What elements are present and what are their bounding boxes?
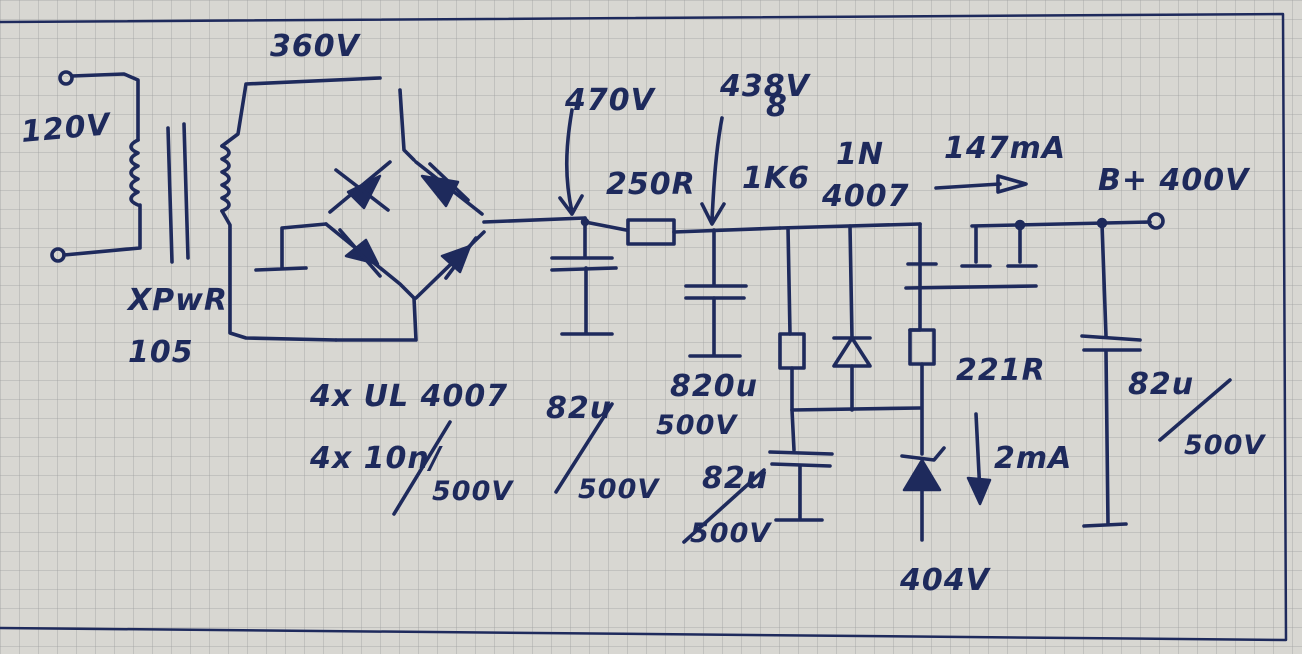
bridge-rectifier xyxy=(254,88,587,342)
label-load-current: 147mA xyxy=(944,131,1066,166)
arrow-zener-head xyxy=(966,476,992,506)
label-node-voltage-2: 438V xyxy=(719,69,812,104)
label-resistor-221r: 221R xyxy=(956,353,1046,388)
label-diode-part-1: 1N xyxy=(836,137,884,172)
regulator-network xyxy=(778,222,992,542)
label-node-voltage-2b: 8 xyxy=(766,89,788,124)
page-border xyxy=(0,12,1288,642)
arrow-438v xyxy=(700,116,726,226)
transformer xyxy=(129,76,382,342)
label-output: B+ 400V xyxy=(1098,163,1251,198)
rating-slashes xyxy=(392,378,1232,544)
filter-cap-2 xyxy=(684,116,748,358)
label-mains-voltage: 120V xyxy=(20,107,114,150)
label-transformer-part-2: 105 xyxy=(128,335,194,370)
label-node-voltage-1: 470V xyxy=(564,83,657,118)
filter-cap-1 xyxy=(550,108,618,336)
mains-input xyxy=(50,70,142,263)
label-cap1-rating: 500V xyxy=(578,474,660,505)
label-cap4-value: 82u xyxy=(1128,367,1194,402)
label-cap2-value: 820u xyxy=(670,369,758,404)
label-rectifier-caps-rating: 500V xyxy=(432,476,514,507)
label-zener-current: 2mA xyxy=(994,441,1072,476)
label-cap3-rating: 500V xyxy=(690,518,772,549)
label-rectifier-diodes: 4x UL 4007 xyxy=(309,379,508,414)
label-diode-part-2: 4007 xyxy=(821,179,910,214)
label-cap1-value: 82u xyxy=(546,391,612,426)
label-cap4-rating: 500V xyxy=(1184,430,1266,461)
label-rectifier-caps-count: 4x 10n/ xyxy=(309,441,444,476)
transformer-core xyxy=(166,122,190,264)
secondary-winding xyxy=(220,144,231,213)
primary-winding xyxy=(129,138,140,207)
label-secondary-voltage: 360V xyxy=(270,29,362,64)
label-zener-voltage: 404V xyxy=(899,563,992,598)
label-series-resistor: 250R xyxy=(606,167,696,202)
series-resistor-250r xyxy=(583,218,782,246)
arrow-470v xyxy=(558,108,584,216)
pass-transistor xyxy=(904,174,1165,290)
arrow-load-current xyxy=(934,182,1002,190)
output-terminal xyxy=(1147,212,1165,230)
label-transformer-part-1: XPwR xyxy=(126,283,228,318)
filter-cap-4 xyxy=(1080,222,1142,528)
filter-cap-3 xyxy=(768,408,834,522)
label-cap3-value: 82u xyxy=(702,461,768,496)
label-cap2-rating: 500V xyxy=(656,410,738,441)
label-resistor-1k6: 1K6 xyxy=(742,161,810,196)
